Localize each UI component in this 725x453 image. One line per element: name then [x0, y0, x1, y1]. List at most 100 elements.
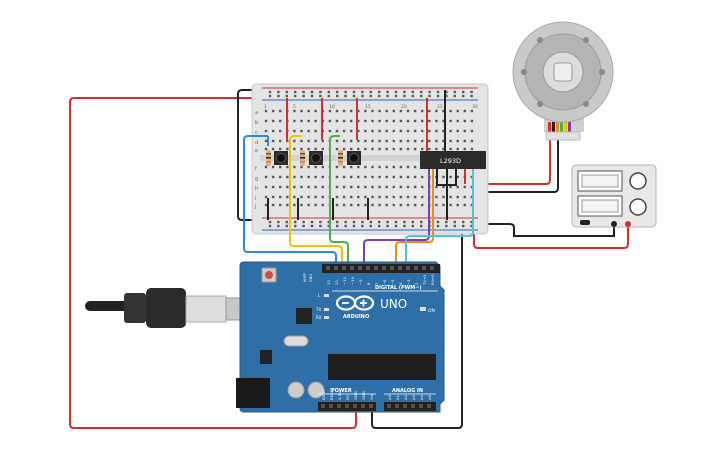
- breadboard-hole: [421, 203, 424, 207]
- breadboard-hole: [392, 165, 395, 169]
- aref-label: AREF: [303, 273, 307, 282]
- breadboard-hole: [456, 175, 459, 179]
- breadboard-hole: [335, 175, 339, 179]
- breadboard-hole: [378, 139, 381, 143]
- breadboard-hole: [435, 139, 438, 143]
- breadboard-hole: [413, 175, 417, 179]
- rail-hole: [428, 90, 431, 94]
- rail-hole: [453, 224, 456, 228]
- breadboard-hole: [314, 129, 317, 133]
- svg-text:b: b: [255, 120, 258, 126]
- rail-hole: [294, 224, 297, 228]
- rail-hole: [361, 224, 364, 228]
- breadboard-hole: [314, 195, 317, 199]
- rail-hole: [386, 90, 389, 94]
- breadboard-hole: [350, 203, 353, 207]
- pin-label: A1: [395, 394, 400, 400]
- breadboard-hole: [335, 109, 339, 113]
- breadboard-hole: [271, 175, 275, 179]
- breadboard-hole: [378, 119, 381, 123]
- wire-black-supply: [470, 223, 615, 237]
- svg-text:h: h: [255, 186, 258, 192]
- header-pin: [411, 404, 415, 408]
- rail-hole: [470, 94, 473, 98]
- breadboard-hole: [328, 129, 332, 133]
- breadboard-hole: [421, 147, 424, 151]
- breadboard-hole: [378, 165, 381, 169]
- rail-hole: [302, 90, 305, 94]
- breadboard-hole: [264, 175, 268, 179]
- breadboard-hole: [392, 119, 395, 123]
- rail-hole: [403, 94, 406, 98]
- breadboard-hole: [286, 185, 289, 189]
- breadboard-hole: [364, 203, 367, 207]
- rail-hole: [285, 220, 288, 224]
- breadboard-hole: [392, 195, 395, 199]
- breadboard-hole: [385, 129, 388, 133]
- digital-header-label: DIGITAL (PWM~): [375, 285, 422, 291]
- rail-hole: [310, 90, 314, 94]
- breadboard-hole: [399, 147, 403, 151]
- breadboard-hole: [442, 195, 445, 199]
- breadboard-hole: [449, 185, 452, 189]
- breadboard-hole: [463, 185, 466, 189]
- breadboard-hole: [264, 139, 268, 143]
- rail-hole: [336, 220, 339, 224]
- pushbutton-icon[interactable]: [309, 151, 323, 165]
- wire-cyan-chip: [405, 168, 474, 268]
- rail-hole: [319, 224, 322, 228]
- breadboard-hole: [406, 139, 410, 143]
- rail-hole: [294, 220, 297, 224]
- breadboard-hole: [413, 147, 417, 151]
- rail-hole: [378, 94, 381, 98]
- rail-hole: [302, 94, 305, 98]
- breadboard-hole: [449, 119, 452, 123]
- breadboard-hole: [321, 203, 324, 207]
- svg-text:d: d: [255, 140, 258, 146]
- breadboard-hole: [385, 175, 388, 179]
- breadboard-hole: [378, 203, 381, 207]
- breadboard-hole: [286, 203, 289, 207]
- header-pin: [422, 266, 426, 270]
- breadboard-hole: [364, 147, 367, 151]
- breadboard-hole: [321, 147, 324, 151]
- breadboard-hole: [364, 175, 367, 179]
- pin-label: TX→1: [422, 274, 427, 286]
- pin-label: IOREF: [321, 389, 326, 400]
- rail-hole: [378, 220, 381, 224]
- breadboard-hole: [342, 119, 346, 123]
- header-pin: [398, 266, 402, 270]
- rail-hole: [411, 224, 414, 228]
- breadboard-hole: [413, 109, 417, 113]
- rail-hole: [394, 90, 398, 94]
- pin-label: A2: [403, 394, 408, 400]
- gnd-label: GND: [309, 274, 313, 282]
- breadboard-hole: [378, 129, 381, 133]
- breadboard-hole: [399, 175, 403, 179]
- breadboard-hole: [264, 119, 268, 123]
- pin-label: A3: [411, 394, 416, 400]
- rail-hole: [327, 224, 330, 228]
- breadboard-hole: [442, 185, 445, 189]
- header-pin: [382, 266, 386, 270]
- breadboard-hole: [321, 185, 324, 189]
- breadboard-hole: [435, 109, 438, 113]
- breadboard-hole: [470, 119, 474, 123]
- breadboard-hole: [449, 203, 452, 207]
- breadboard-hole: [421, 129, 424, 133]
- breadboard-hole: [300, 203, 303, 207]
- breadboard-hole: [364, 109, 367, 113]
- rail-hole: [403, 220, 406, 224]
- breadboard-hole: [300, 119, 303, 123]
- breadboard-hole: [463, 139, 466, 143]
- rail-hole: [420, 220, 423, 224]
- pushbutton-icon[interactable]: [274, 151, 288, 165]
- pushbutton-icon[interactable]: [347, 151, 361, 165]
- breadboard-hole: [271, 119, 275, 123]
- breadboard-hole: [406, 185, 410, 189]
- breadboard-hole: [328, 109, 332, 113]
- pin-label: 2: [414, 282, 419, 285]
- wire-yellow-button: [289, 135, 343, 268]
